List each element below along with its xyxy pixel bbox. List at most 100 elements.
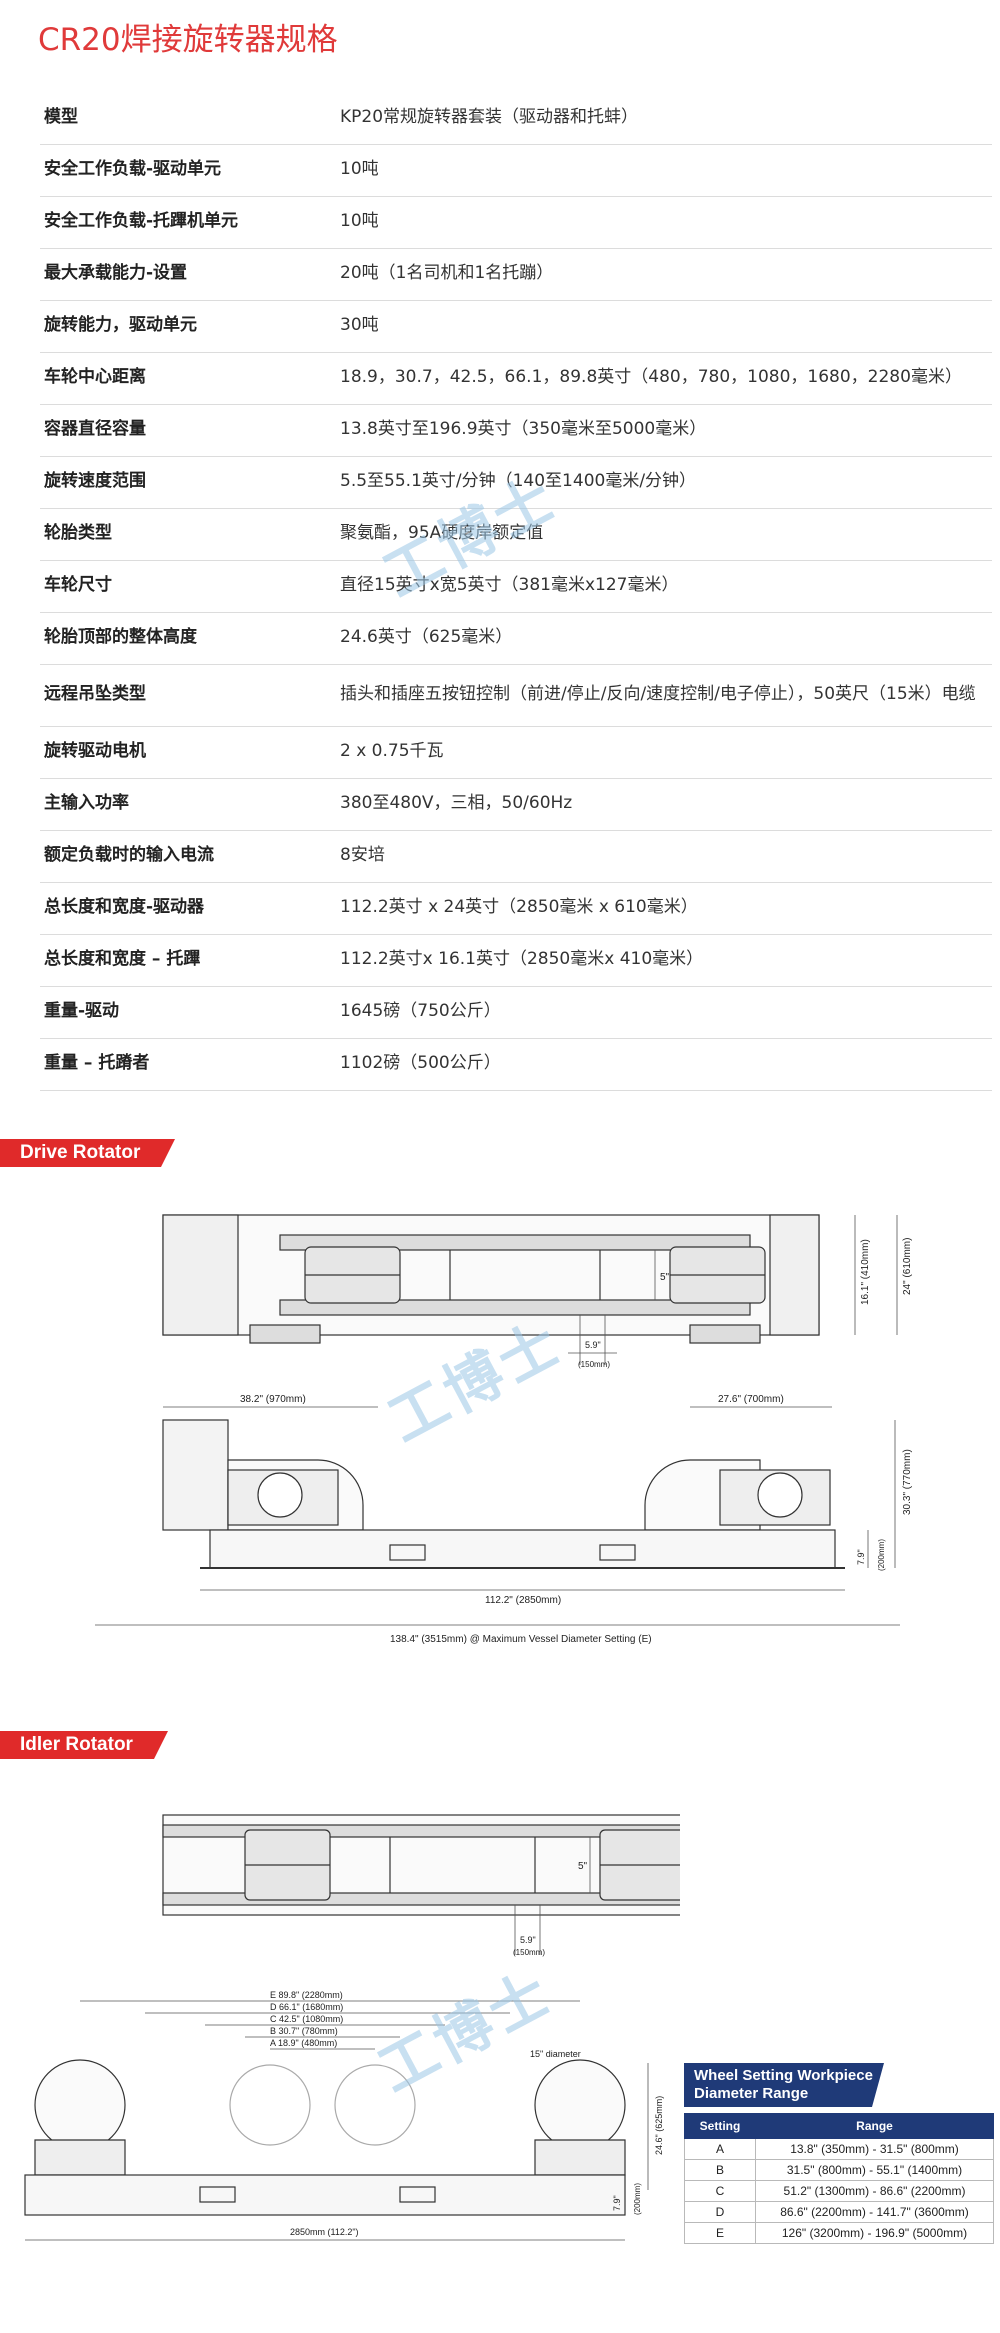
spec-label: 车轮尺寸 <box>40 560 339 613</box>
dim-drive-1122: 112.2" (2850mm) <box>485 1595 561 1606</box>
dim-idler-79: 7.9" <box>612 2195 622 2211</box>
range-value: 13.8" (350mm) - 31.5" (800mm) <box>755 2138 994 2160</box>
range-setting: C <box>684 2180 756 2202</box>
spec-value: 380至480V，三相，50/60Hz <box>339 778 992 831</box>
spec-label: 总长度和宽度-驱动器 <box>40 882 339 935</box>
range-value: 86.6" (2200mm) - 141.7" (3600mm) <box>755 2201 994 2223</box>
spec-value: 8安培 <box>339 830 992 883</box>
dim-idler-246: 24.6" (625mm) <box>654 2096 664 2155</box>
dim-drive-79: 7.9" <box>856 1549 866 1565</box>
spec-label: 主输入功率 <box>40 778 339 831</box>
dim-idler-E: E 89.8" (2280mm) <box>270 1990 343 2000</box>
dim-idler-B: B 30.7" (780mm) <box>270 2026 338 2036</box>
dim-idler-D: D 66.1" (1680mm) <box>270 2002 343 2012</box>
spec-label: 额定负载时的输入电流 <box>40 830 339 883</box>
dim-drive-200: (200mm) <box>877 1539 886 1571</box>
spec-value: 2 x 0.75千瓦 <box>339 726 992 779</box>
range-col-setting: Setting <box>684 2113 756 2139</box>
spec-value: 10吨 <box>339 196 992 249</box>
spec-label: 模型 <box>40 92 339 145</box>
dim-idler-15: 15" diameter <box>530 2049 581 2059</box>
dim-idler-A: A 18.9" (480mm) <box>270 2038 337 2048</box>
dim-drive-303: 30.3" (770mm) <box>902 1449 913 1515</box>
range-value: 31.5" (800mm) - 55.1" (1400mm) <box>755 2159 994 2181</box>
spec-label: 远程吊坠类型 <box>40 664 339 727</box>
spec-value: 13.8英寸至196.9英寸（350毫米至5000毫米） <box>339 404 992 457</box>
dim-idler-top-150: (150mm) <box>513 1948 545 1957</box>
dim-idler-top-5in: 5" <box>578 1861 588 1872</box>
spec-label: 旋转能力，驱动单元 <box>40 300 339 353</box>
spec-label: 车轮中心距离 <box>40 352 339 405</box>
spec-value: 18.9，30.7，42.5，66.1，89.8英寸（480，780，1080，… <box>339 352 992 405</box>
dim-drive-1384: 138.4" (3515mm) @ Maximum Vessel Diamete… <box>390 1634 652 1645</box>
spec-value: 聚氨酯，95A硬度岸额定值 <box>339 508 992 561</box>
drive-rotator-drawing: 5" 5.9" (150mm) 16.1" (410mm) 24" (610mm… <box>95 1214 913 1645</box>
range-heading: Wheel Setting Workpiece Diameter Range <box>684 2063 884 2107</box>
range-setting: E <box>684 2222 756 2244</box>
range-col-range: Range <box>755 2113 994 2139</box>
dim-idler-C: C 42.5" (1080mm) <box>270 2014 343 2024</box>
range-value: 126" (3200mm) - 196.9" (5000mm) <box>755 2222 994 2244</box>
spec-label: 重量 – 托蹐者 <box>40 1038 339 1091</box>
spec-value: 30吨 <box>339 300 992 353</box>
dim-drive-382: 38.2" (970mm) <box>240 1394 306 1405</box>
spec-label: 最大承载能力-设置 <box>40 248 339 301</box>
dim-drive-24: 24" (610mm) <box>902 1238 913 1295</box>
idler-rotator-drawing: 5" 5.9" (150mm) E 89.8" (2280mm) D 66.1"… <box>24 1814 680 2241</box>
dim-drive-161: 16.1" (410mm) <box>860 1239 871 1305</box>
spec-value: 1645磅（750公斤） <box>339 986 992 1039</box>
range-value: 51.2" (1300mm) - 86.6" (2200mm) <box>755 2180 994 2202</box>
spec-label: 总长度和宽度 – 托蹕 <box>40 934 339 987</box>
range-setting: B <box>684 2159 756 2181</box>
spec-label: 安全工作负载-驱动单元 <box>40 144 339 197</box>
spec-label: 容器直径容量 <box>40 404 339 457</box>
drive-rotator-banner: Drive Rotator <box>0 1139 175 1167</box>
dim-drive-top-59: 5.9" <box>585 1340 601 1350</box>
spec-value: 5.5至55.1英寸/分钟（140至1400毫米/分钟） <box>339 456 992 509</box>
dim-drive-top-5in: 5" <box>660 1272 670 1283</box>
dim-drive-top-150: (150mm) <box>578 1360 610 1369</box>
wheel-setting-range: Wheel Setting Workpiece Diameter Range S… <box>684 2063 994 2244</box>
idler-rotator-banner: Idler Rotator <box>0 1731 168 1759</box>
spec-value: 插头和插座五按钮控制（前进/停止/反向/速度控制/电子停止），50英尺（15米）… <box>339 664 992 727</box>
range-setting: A <box>684 2138 756 2160</box>
dim-drive-276: 27.6" (700mm) <box>718 1394 784 1405</box>
spec-value: 20吨（1名司机和1名托蹦） <box>339 248 992 301</box>
range-setting: D <box>684 2201 756 2223</box>
spec-label: 轮胎类型 <box>40 508 339 561</box>
spec-value: 10吨 <box>339 144 992 197</box>
dim-idler-200: (200mm) <box>633 2183 642 2215</box>
dim-idler-2850: 2850mm (112.2") <box>290 2227 359 2237</box>
spec-value: 1102磅（500公斤） <box>339 1038 992 1091</box>
spec-value: KP20常规旋转器套装（驱动器和托蚌） <box>339 92 992 145</box>
spec-row: 轮胎类型聚氨酯，95A硬度岸额定值 <box>40 508 992 561</box>
spec-value: 直径15英寸x宽5英寸（381毫米x127毫米） <box>339 560 992 613</box>
page-title: CR20焊接旋转器规格 <box>38 22 338 58</box>
spec-label: 旋转驱动电机 <box>40 726 339 779</box>
spec-label: 旋转速度范围 <box>40 456 339 509</box>
spec-label: 安全工作负载-托蹕机单元 <box>40 196 339 249</box>
spec-value: 24.6英寸（625毫米） <box>339 612 992 665</box>
spec-value: 112.2英寸x 16.1英寸（2850毫米x 410毫米） <box>339 934 992 987</box>
